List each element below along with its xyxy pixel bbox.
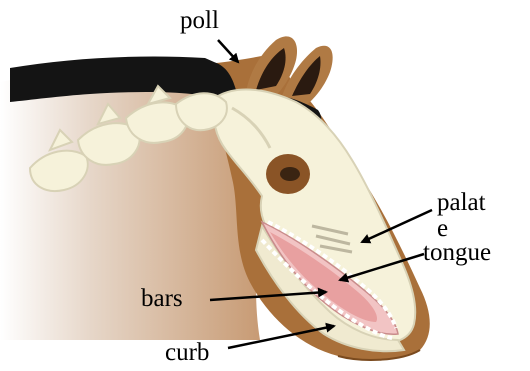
label-poll: poll [180,8,219,33]
label-curb: curb [165,340,209,365]
label-palate: palat e [437,190,501,242]
label-tongue: tongue [423,240,491,265]
poll-pointer-arrow [218,40,238,62]
eye [280,167,300,181]
label-bars: bars [141,286,183,311]
